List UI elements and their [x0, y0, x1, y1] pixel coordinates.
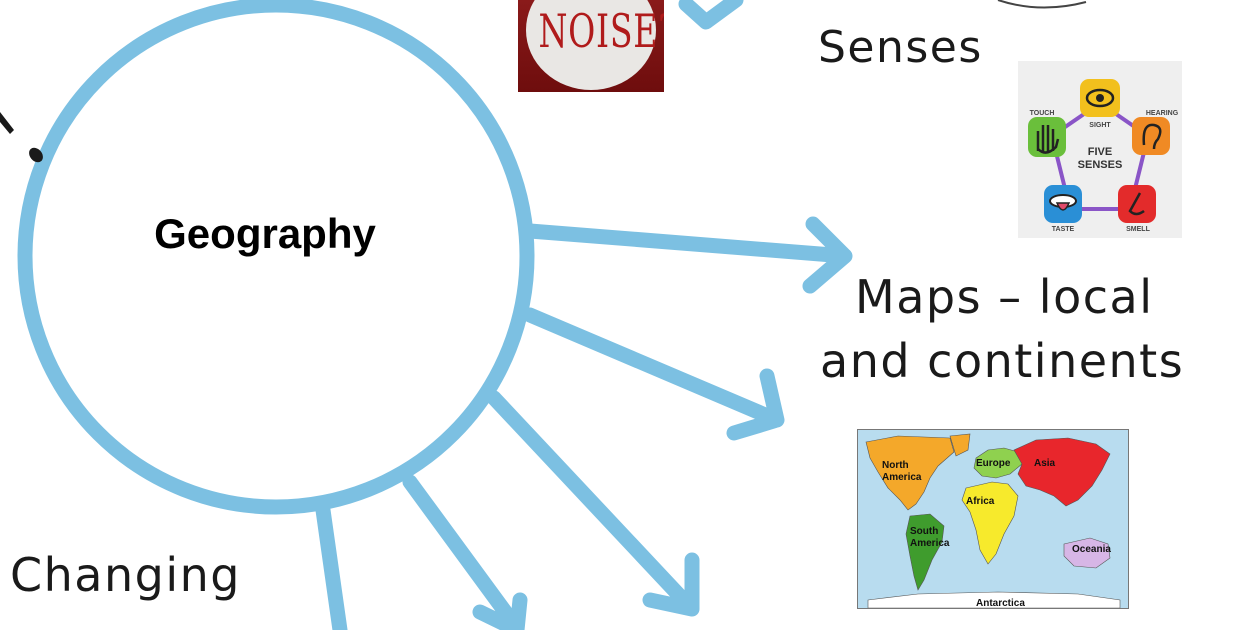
asia-label: Asia [1034, 458, 1056, 469]
branch-lower-right [486, 390, 700, 617]
north-america-shape [865, 435, 955, 511]
smell-label: SMELL [1126, 226, 1150, 233]
noise-text: NOISE? [538, 4, 664, 58]
five-senses-image: SIGHT HEARING SMELL TASTE TOUCH FIVE SEN… [1018, 61, 1182, 238]
sight-label: SIGHT [1089, 122, 1111, 129]
north-america-label-2: America [882, 472, 922, 483]
branch-lower-middle [402, 474, 528, 630]
world-map-image: North America South America Europe Asia … [855, 425, 1130, 610]
antarctica-label: Antarctica [976, 598, 1025, 608]
map-ocean: North America South America Europe Asia … [857, 429, 1129, 609]
asia-shape [1013, 437, 1111, 507]
africa-shape [961, 481, 1019, 565]
hearing-icon [1132, 117, 1170, 155]
hearing-label: HEARING [1146, 110, 1179, 117]
north-america-label-1: North [882, 460, 909, 471]
senses-label: Senses [818, 22, 983, 73]
five-senses-line2: SENSES [1078, 159, 1123, 171]
world-map-graphic: North America South America Europe Asia … [865, 433, 1121, 609]
five-senses-line1: FIVE [1088, 146, 1112, 158]
south-america-label-2: America [910, 538, 950, 549]
partial-circle-top [997, 0, 1087, 9]
south-america-shape [905, 513, 945, 591]
smell-icon [1118, 185, 1156, 223]
noise-image: NOISE? [518, 0, 664, 92]
africa-label: Africa [966, 496, 995, 507]
maps-label-line1: Maps – local [855, 270, 1154, 324]
oceania-shape [1063, 537, 1111, 569]
five-senses-graphic: SIGHT HEARING SMELL TASTE TOUCH FIVE SEN… [1028, 79, 1179, 233]
touch-label: TOUCH [1030, 110, 1055, 117]
partial-dark-arrow [0, 112, 43, 163]
center-title: Geography [154, 210, 376, 257]
maps-label-line2: and continents [820, 334, 1185, 388]
europe-shape [973, 447, 1023, 479]
changing-label: Changing [10, 548, 241, 602]
arrow-to-map-image [522, 307, 785, 441]
oceania-label: Oceania [1072, 544, 1111, 555]
center-circle [17, 0, 535, 515]
europe-label: Europe [976, 458, 1011, 469]
arrow-to-noise [678, 0, 744, 30]
greenland-shape [949, 433, 971, 457]
south-america-label-1: South [910, 526, 938, 537]
branch-lower-left [314, 495, 348, 630]
taste-label: TASTE [1052, 226, 1075, 233]
arrow-to-maps [522, 216, 853, 294]
